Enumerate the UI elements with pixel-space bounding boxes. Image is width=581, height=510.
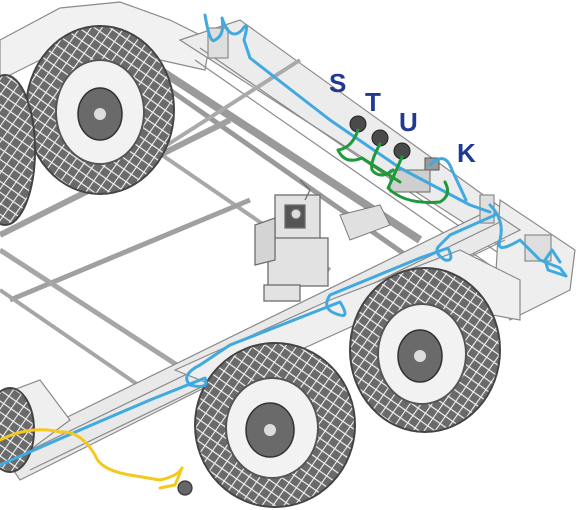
connector-row [339,115,440,241]
label-u: U [399,107,418,137]
label-k: K [457,138,476,168]
wheel-left-edge [0,74,36,226]
green-cable [336,128,450,204]
wheel-top-left [25,25,175,195]
wheel-rear-right [349,267,501,433]
wheel-front-right [194,342,356,508]
blue-cable [0,13,568,467]
yellow-cable [0,428,184,490]
coupling-connector [177,480,193,496]
central-mechanism [254,179,329,302]
label-s: S [329,68,347,98]
label-t: T [365,87,381,117]
